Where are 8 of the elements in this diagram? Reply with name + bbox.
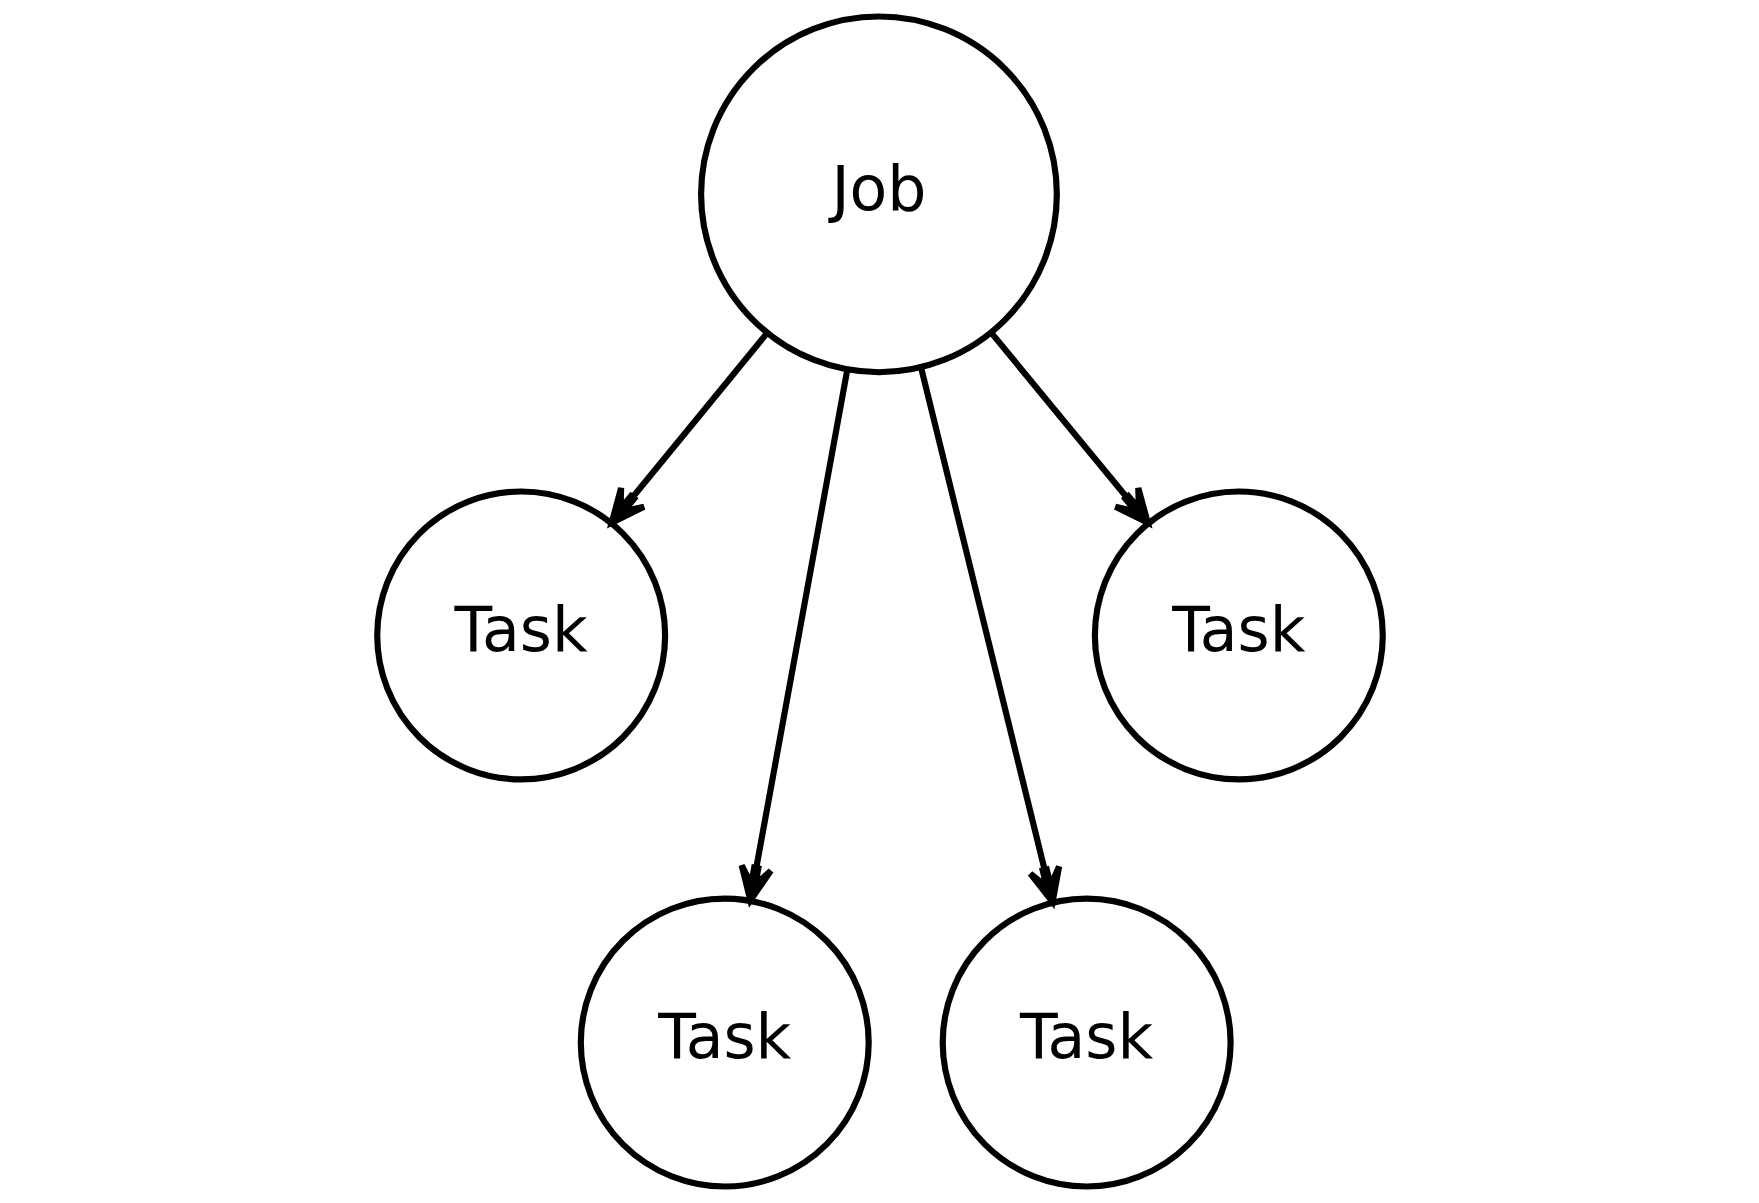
node-circle: Task [373,488,668,783]
node-circle: Task [577,895,872,1190]
node-circle: Job [697,13,1060,376]
arrow [608,330,770,526]
node-circle: Task [1091,488,1386,783]
node-circle: Task [939,895,1234,1190]
arrow [988,330,1151,526]
arrow [917,366,1062,906]
